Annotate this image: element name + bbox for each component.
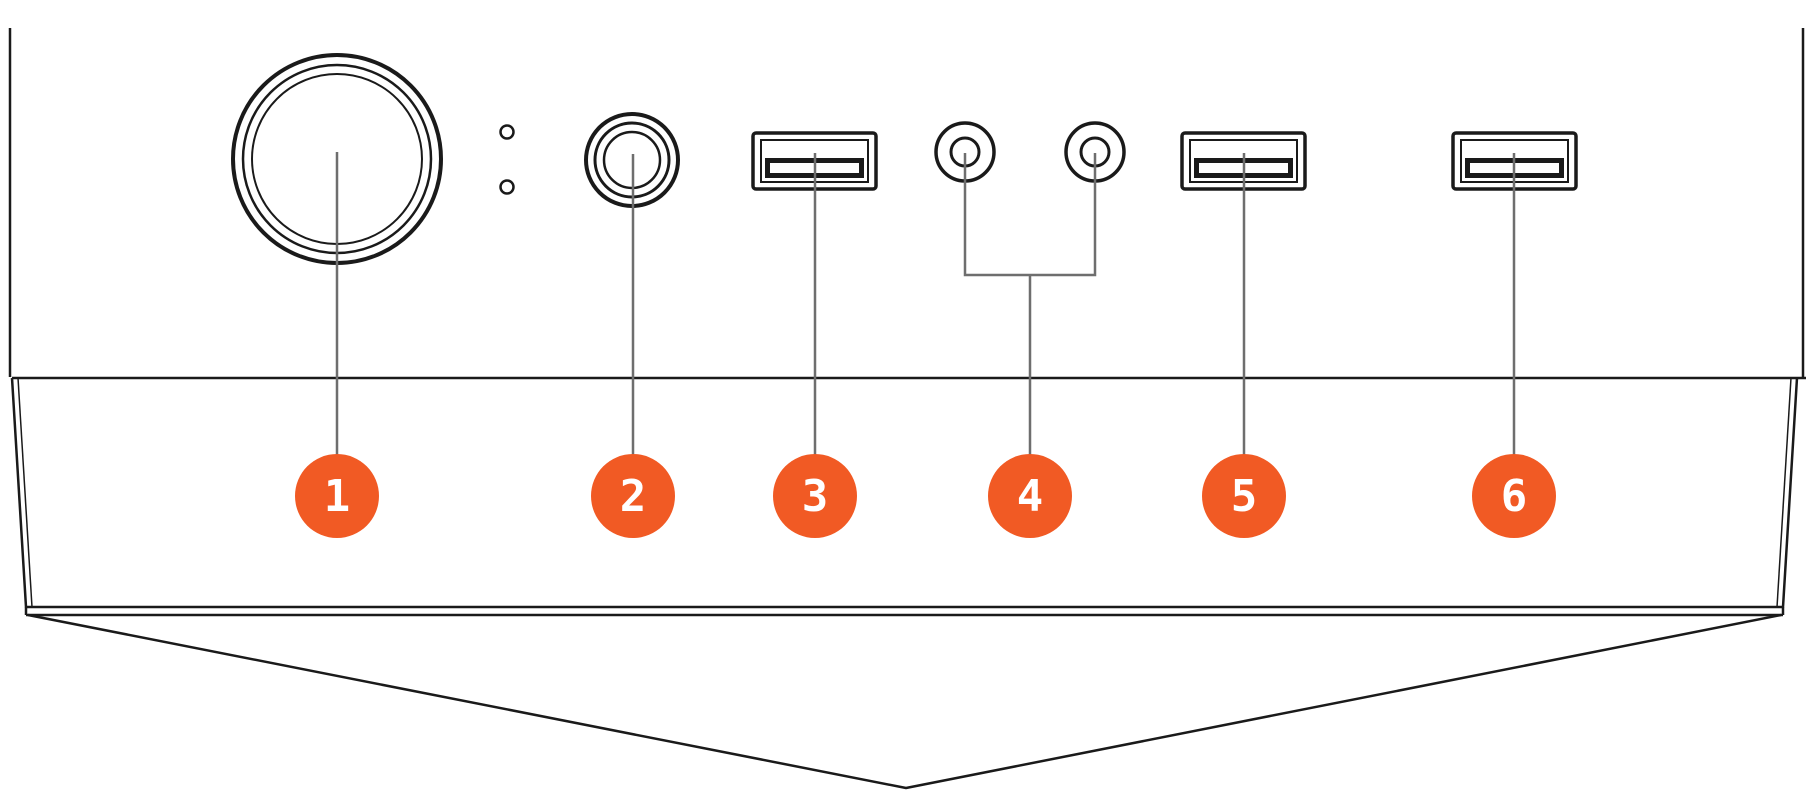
leader-lines <box>335 152 1516 455</box>
callout-5: 5 <box>1202 454 1286 538</box>
callout-badge <box>295 454 379 538</box>
callout-4: 4 <box>988 454 1072 538</box>
callout-label: 3 <box>802 471 829 522</box>
case-outline <box>8 28 1806 790</box>
bezel-outline <box>10 377 1799 609</box>
callout-3: 3 <box>773 454 857 538</box>
callout-badge <box>773 454 857 538</box>
led-indicator-icon <box>499 124 515 195</box>
leader-line-4 <box>963 153 1097 455</box>
callout-2: 2 <box>591 454 675 538</box>
callout-badge <box>1202 454 1286 538</box>
callout-badge <box>1472 454 1556 538</box>
callout-badge <box>988 454 1072 538</box>
bezel-bottom-caps <box>24 607 1785 615</box>
callout-label: 2 <box>620 471 647 522</box>
callout-label: 1 <box>324 471 351 522</box>
case-chevron-base <box>27 613 1782 790</box>
callout-6: 6 <box>1472 454 1556 538</box>
callout-label: 4 <box>1017 471 1044 522</box>
callout-badge <box>591 454 675 538</box>
callout-label: 6 <box>1501 471 1528 522</box>
callout-label: 5 <box>1231 471 1258 522</box>
bezel-inner-left <box>17 377 33 608</box>
callout-1: 1 <box>295 454 379 538</box>
bezel-inner-right <box>1776 377 1792 608</box>
